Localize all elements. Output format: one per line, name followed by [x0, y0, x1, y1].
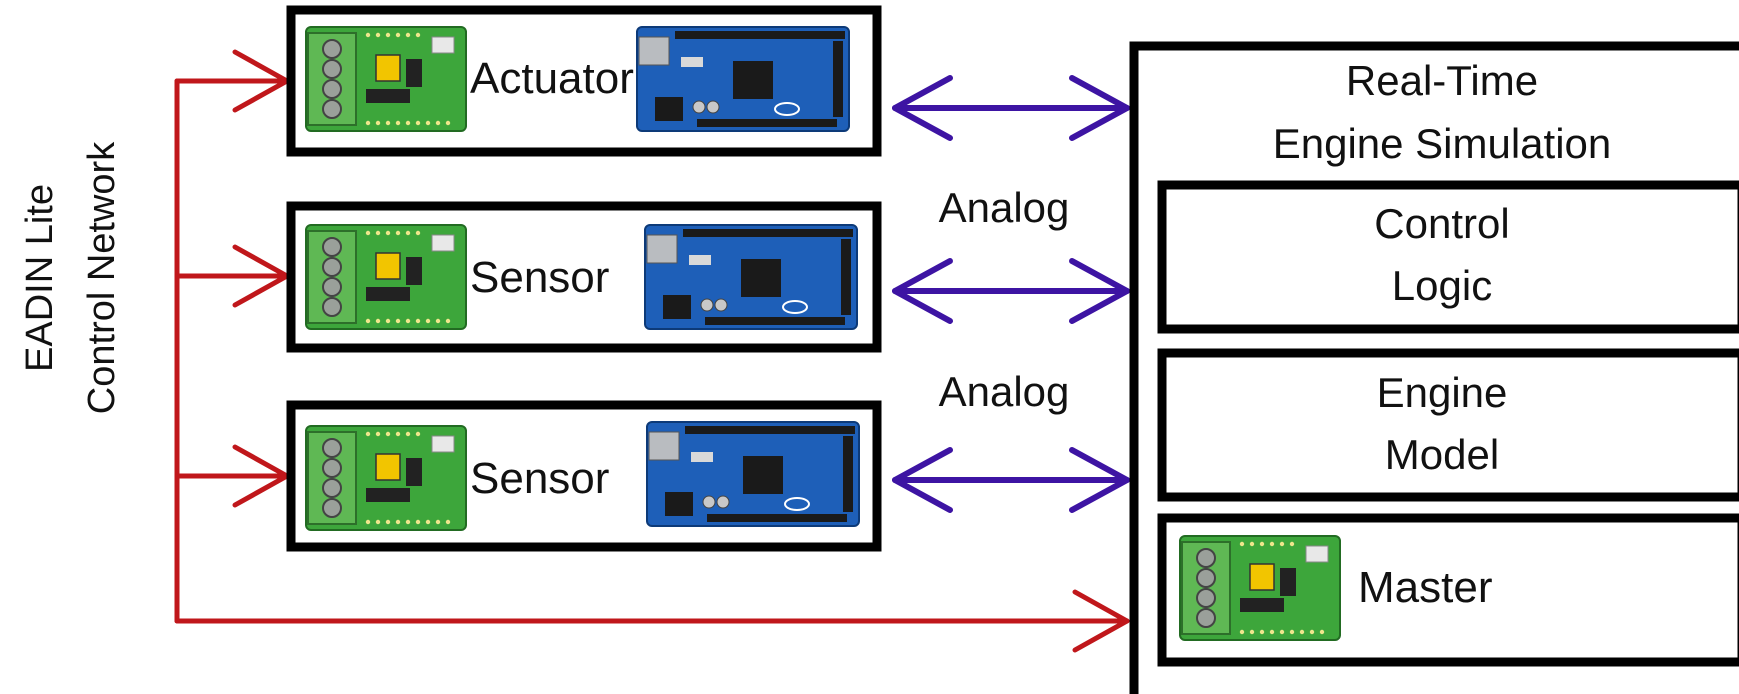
simulation-title-line1: Real-Time [1346, 57, 1538, 104]
analog-link-sensor-2 [892, 447, 1130, 513]
node-label: Sensor [470, 253, 609, 302]
node-label: Sensor [470, 454, 609, 503]
arduino-board [646, 421, 860, 527]
analog-link-sensor-1 [892, 258, 1130, 324]
network-label-line2: Control Network [81, 141, 123, 414]
simulation-title-line2: Engine Simulation [1273, 120, 1612, 167]
analog-label-1: Analog [939, 184, 1070, 231]
clickboard-module [305, 224, 467, 330]
node-label: Actuator [470, 54, 634, 103]
engine-model-line1: Engine [1377, 369, 1508, 416]
network-label-line1: EADIN Lite [19, 184, 61, 372]
network-bus [174, 78, 1130, 624]
clickboard-module [305, 425, 467, 531]
clickboard-module [305, 26, 467, 132]
master-label: Master [1358, 563, 1492, 612]
node-sensor-1: Sensor [286, 201, 882, 353]
node-actuator: Actuator [286, 5, 882, 157]
arduino-board [636, 26, 850, 132]
analog-label-2: Analog [939, 368, 1070, 415]
node-sensor-2: Sensor [286, 400, 882, 552]
control-logic-line1: Control [1374, 200, 1509, 247]
engine-model-block: Engine Model [1157, 348, 1739, 502]
clickboard-module [1179, 535, 1341, 641]
analog-link-actuator [892, 75, 1130, 141]
master-block: Master [1157, 513, 1739, 667]
engine-model-line2: Model [1385, 431, 1499, 478]
network-arrowhead-master [1072, 589, 1130, 653]
control-logic-block: Control Logic [1157, 180, 1739, 334]
arduino-board [644, 224, 858, 330]
control-logic-line2: Logic [1392, 262, 1492, 309]
